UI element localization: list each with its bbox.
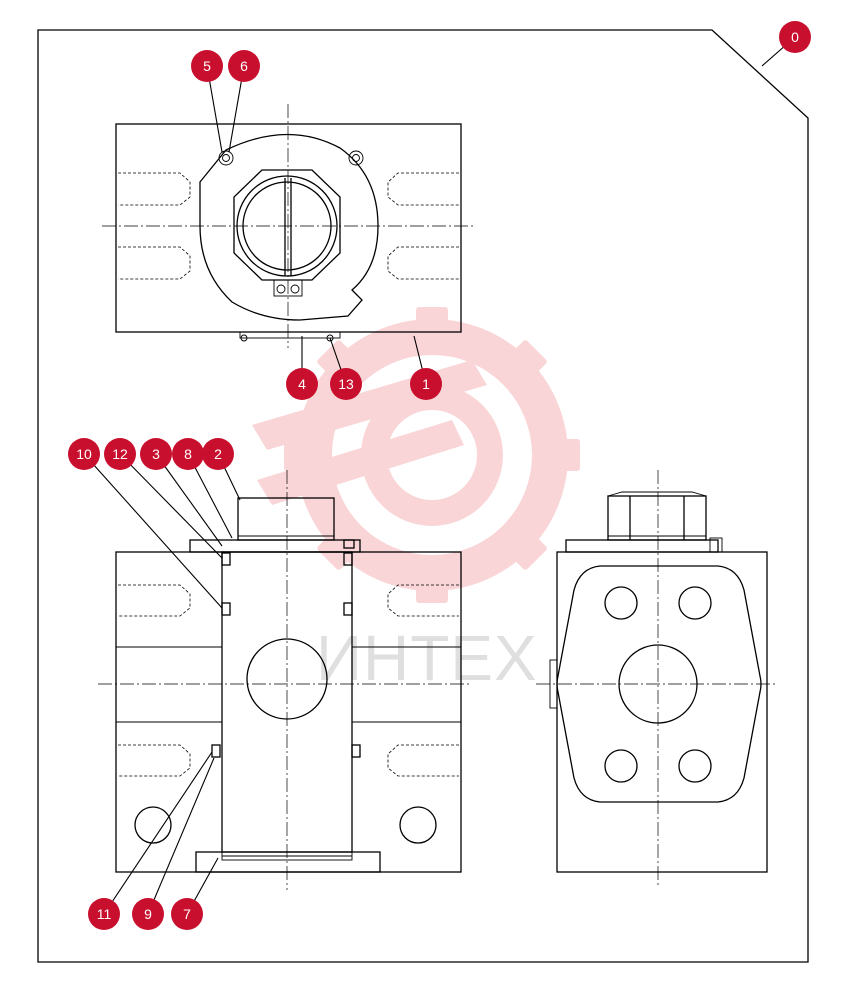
callout-8: 8 — [172, 438, 204, 470]
top-view — [102, 104, 474, 348]
svg-text:8: 8 — [184, 446, 192, 462]
svg-text:13: 13 — [338, 376, 354, 392]
side-view — [536, 470, 776, 888]
svg-text:5: 5 — [203, 58, 211, 74]
svg-text:1: 1 — [422, 376, 430, 392]
callout-5: 5 — [191, 50, 223, 82]
callout-7: 7 — [171, 898, 203, 930]
callout-9: 9 — [132, 898, 164, 930]
callout-0: 0 — [779, 21, 811, 53]
callout-12: 12 — [104, 438, 136, 470]
callout-1: 1 — [410, 368, 442, 400]
svg-text:7: 7 — [183, 906, 191, 922]
drawing-frame — [37, 29, 809, 963]
svg-text:10: 10 — [76, 446, 92, 462]
front-view — [98, 470, 472, 890]
callout-3: 3 — [140, 438, 172, 470]
svg-text:4: 4 — [298, 376, 306, 392]
svg-text:2: 2 — [214, 446, 222, 462]
callout-11: 11 — [88, 898, 120, 930]
svg-text:3: 3 — [152, 446, 160, 462]
watermark-logo — [252, 307, 580, 603]
callout-4: 4 — [286, 368, 318, 400]
leader-lines — [83, 36, 796, 915]
svg-text:0: 0 — [791, 29, 799, 45]
callout-10: 10 — [68, 438, 100, 470]
callout-13: 13 — [330, 368, 362, 400]
svg-text:12: 12 — [112, 446, 128, 462]
watermark-text: ИНТЕХ — [316, 622, 538, 694]
svg-text:6: 6 — [240, 58, 248, 74]
callout-2: 2 — [202, 438, 234, 470]
callout-6: 6 — [228, 50, 260, 82]
svg-text:11: 11 — [97, 906, 112, 922]
svg-text:9: 9 — [144, 906, 152, 922]
